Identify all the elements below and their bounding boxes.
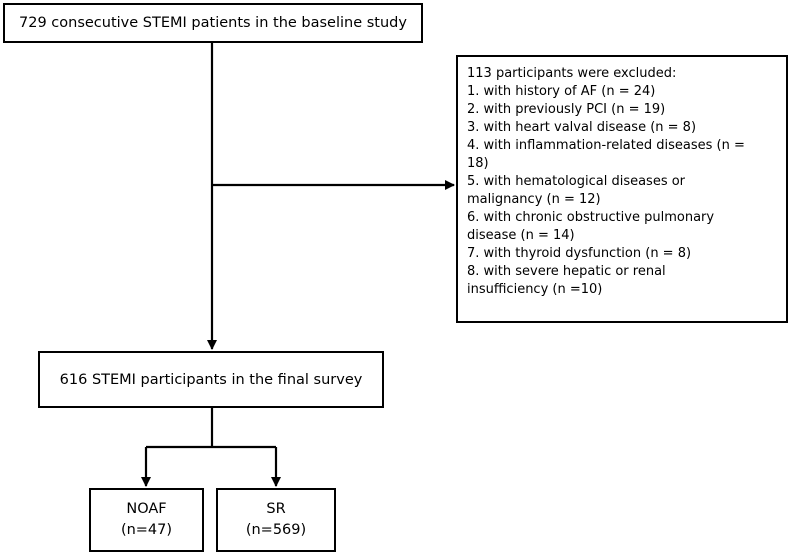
exclusion-item-3: 3. with heart valval disease (n = 8) [467, 120, 697, 135]
baseline-cohort-box: 729 consecutive STEMI patients in the ba… [3, 3, 423, 43]
exclusion-item-8-line-2: insufficiency (n =10) [467, 282, 603, 297]
exclusion-item-4-line-2: 18) [467, 156, 489, 171]
noaf-group-box: NOAF (n=47) [89, 488, 204, 552]
exclusion-item-8-line-1: 8. with severe hepatic or renal [467, 264, 666, 279]
noaf-label: NOAF [126, 501, 167, 517]
exclusion-item-6-line-2: disease (n = 14) [467, 228, 575, 243]
baseline-cohort-text: 729 consecutive STEMI patients in the ba… [19, 15, 407, 31]
exclusion-item-5-line-1: 5. with hematological diseases or [467, 174, 686, 189]
exclusion-item-7: 7. with thyroid dysfunction (n = 8) [467, 246, 692, 261]
exclusion-item-4-line-1: 4. with inflammation-related diseases (n… [467, 138, 745, 153]
sr-group-box: SR (n=569) [216, 488, 336, 552]
exclusion-item-2: 2. with previously PCI (n = 19) [467, 102, 666, 117]
exclusion-item-1: 1. with history of AF (n = 24) [467, 84, 656, 99]
sr-count: (n=569) [245, 522, 307, 538]
final-survey-text: 616 STEMI participants in the final surv… [59, 371, 363, 388]
sr-label: SR [266, 501, 286, 517]
exclusion-item-6-line-1: 6. with chronic obstructive pulmonary [467, 210, 715, 225]
noaf-count: (n=47) [120, 522, 173, 538]
final-survey-box: 616 STEMI participants in the final surv… [38, 351, 384, 408]
exclusion-item-5-line-2: malignancy (n = 12) [467, 192, 601, 207]
excluded-header: 113 participants were excluded: [467, 66, 677, 81]
excluded-participants-box: 113 participants were excluded: 1. with … [456, 55, 788, 323]
